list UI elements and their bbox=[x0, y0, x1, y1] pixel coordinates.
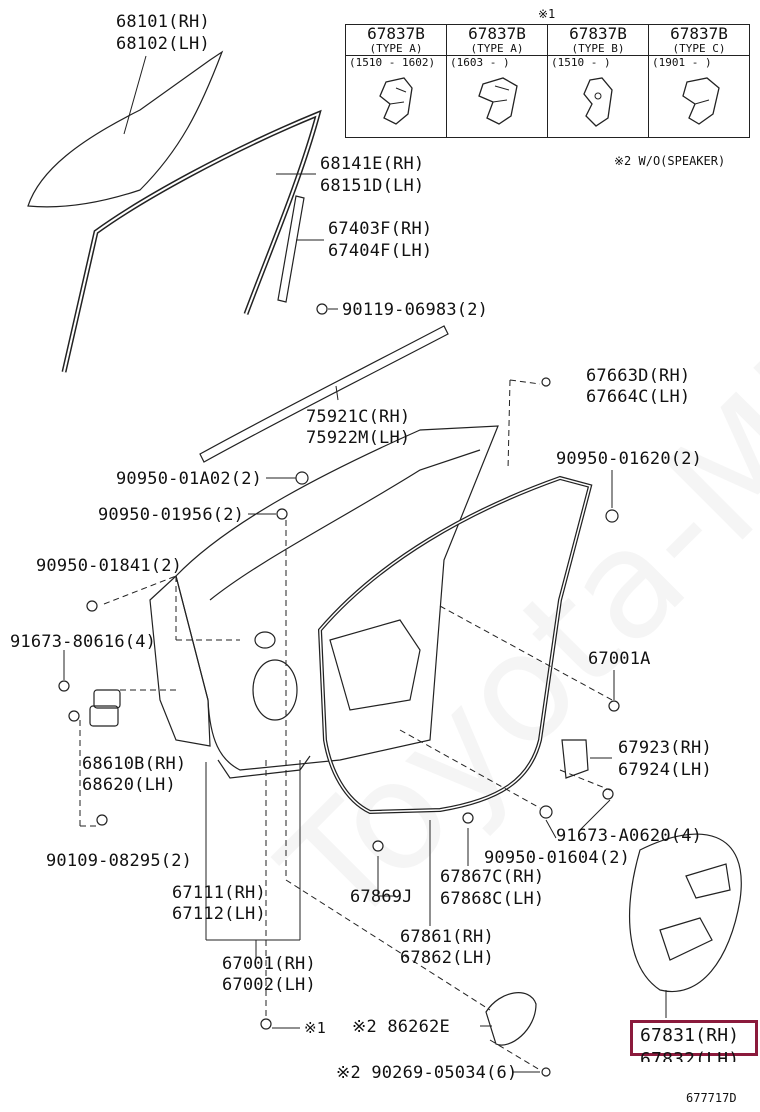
label-68101: 68101(RH) bbox=[116, 12, 210, 32]
clip-mark1 bbox=[260, 1018, 272, 1030]
division-bar bbox=[277, 195, 305, 303]
grommet-90950e bbox=[539, 805, 553, 819]
label-90950-01841: 90950-01841(2) bbox=[36, 556, 183, 576]
clip-cell-4: (1901 - ) bbox=[648, 55, 750, 138]
label-mark1: ※1 bbox=[304, 1019, 326, 1037]
clip-cell-3: (1510 - ) bbox=[547, 55, 649, 138]
speaker-cover bbox=[485, 992, 537, 1046]
label-67862: 67862(LH) bbox=[400, 948, 494, 968]
bolt-90109 bbox=[96, 814, 108, 826]
clip-67867 bbox=[462, 812, 474, 824]
label-90269: ※2 90269-05034(6) bbox=[336, 1063, 518, 1083]
bolt-90119 bbox=[316, 303, 328, 315]
clip-table: 67837B(TYPE A) 67837B(TYPE A) 67837B(TYP… bbox=[345, 24, 750, 138]
door-glass bbox=[27, 50, 224, 208]
label-68151: 68151D(LH) bbox=[320, 176, 425, 196]
bolt-91673a bbox=[58, 680, 70, 692]
window-run bbox=[61, 109, 322, 373]
hinge-upper bbox=[93, 689, 121, 709]
bolt-91673a-2 bbox=[68, 710, 80, 722]
label-67831: 67831(RH) bbox=[640, 1025, 740, 1046]
diagram-id: 677717D bbox=[686, 1091, 737, 1105]
label-67403: 67403F(RH) bbox=[328, 219, 433, 239]
label-67923: 67923(RH) bbox=[618, 738, 712, 758]
label-67868: 67868C(LH) bbox=[440, 889, 545, 909]
label-90109: 90109-08295(2) bbox=[46, 851, 193, 871]
clip-header-1: 67837B(TYPE A) bbox=[345, 24, 447, 56]
clip-67663 bbox=[541, 377, 551, 387]
label-67924: 67924(LH) bbox=[618, 760, 712, 780]
belt-moulding bbox=[199, 325, 449, 463]
clip-icon bbox=[682, 77, 720, 125]
hole-cover bbox=[629, 833, 742, 993]
clip-cell-1: (1510 - 1602) bbox=[345, 55, 447, 138]
note-2: ※2 W/O(SPEAKER) bbox=[614, 154, 726, 168]
label-90950-01a02: 90950-01A02(2) bbox=[116, 469, 263, 489]
label-90950-01956: 90950-01956(2) bbox=[98, 505, 245, 525]
label-67404: 67404F(LH) bbox=[328, 241, 433, 261]
label-75922: 75922M(LH) bbox=[306, 428, 411, 448]
grommet-90950d bbox=[86, 600, 98, 612]
label-67112: 67112(LH) bbox=[172, 904, 266, 924]
label-67869: 67869J bbox=[350, 887, 413, 907]
hinge-lower bbox=[89, 705, 119, 727]
label-67832: 67832(LH) bbox=[640, 1050, 740, 1062]
label-67001a: 67001A bbox=[588, 649, 651, 669]
clip-icon bbox=[583, 77, 613, 127]
label-75921: 75921C(RH) bbox=[306, 407, 411, 427]
label-91673-80616: 91673-80616(4) bbox=[10, 632, 157, 652]
screw-90269 bbox=[541, 1067, 551, 1077]
label-91673-a0620: 91673-A0620(4) bbox=[556, 826, 703, 846]
label-90119: 90119-06983(2) bbox=[342, 300, 489, 320]
label-90950-01620: 90950-01620(2) bbox=[556, 449, 703, 469]
label-68141: 68141E(RH) bbox=[320, 154, 425, 174]
bolt-91673b bbox=[602, 788, 614, 800]
label-90950-01604: 90950-01604(2) bbox=[484, 848, 631, 868]
label-67663: 67663D(RH) bbox=[586, 366, 691, 386]
label-86262: ※2 86262E bbox=[352, 1017, 450, 1037]
clip-cell-2: (1603 - ) bbox=[446, 55, 548, 138]
grommet-90950a bbox=[295, 471, 309, 485]
label-67111: 67111(RH) bbox=[172, 883, 266, 903]
outer-panel bbox=[149, 574, 211, 747]
clip-67869 bbox=[372, 840, 384, 852]
label-67861: 67861(RH) bbox=[400, 927, 494, 947]
highlight-67831 bbox=[630, 1020, 758, 1056]
label-67001: 67001(RH) bbox=[222, 954, 316, 974]
label-68620: 68620(LH) bbox=[82, 775, 176, 795]
grommet-90950b bbox=[605, 509, 619, 523]
label-67002: 67002(LH) bbox=[222, 975, 316, 995]
clip-header-4: 67837B(TYPE C) bbox=[648, 24, 750, 56]
weatherstrip bbox=[317, 475, 593, 815]
label-68610: 68610B(RH) bbox=[82, 754, 187, 774]
bolt-67001a bbox=[608, 700, 620, 712]
door-shell bbox=[175, 425, 499, 771]
label-68102: 68102(LH) bbox=[116, 34, 210, 54]
label-67664: 67664C(LH) bbox=[586, 387, 691, 407]
door-check bbox=[561, 739, 589, 779]
clip-icon bbox=[379, 77, 413, 125]
label-67867: 67867C(RH) bbox=[440, 867, 545, 887]
grommet-90950c bbox=[276, 508, 288, 520]
clip-icon bbox=[478, 77, 518, 125]
table-note: ※1 bbox=[538, 7, 556, 21]
